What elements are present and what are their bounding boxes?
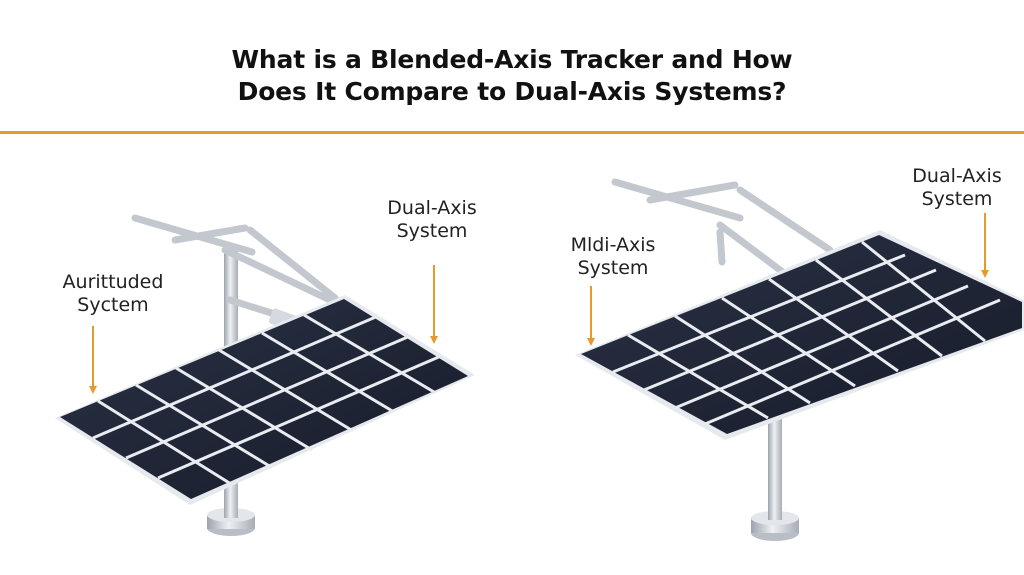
label-right-b: Dual-Axis System: [892, 165, 1022, 211]
label-right-b-line1: Dual-Axis: [912, 165, 1002, 187]
arrow-right-b: [981, 213, 989, 278]
label-right-a-line1: Mldi-Axis: [570, 234, 656, 256]
label-left-b-line1: Dual-Axis: [387, 197, 477, 219]
right-tracker: [575, 178, 1024, 541]
label-right-b-line2: System: [921, 188, 993, 210]
title-line-1: What is a Blended-Axis Tracker and How: [231, 45, 793, 74]
label-right-a-line2: System: [577, 257, 649, 279]
label-left-a: Aurittuded Syctem: [48, 271, 178, 317]
right-tracker-pole: [768, 395, 782, 520]
left-solar-panel: [55, 295, 475, 505]
page-title: What is a Blended-Axis Tracker and How D…: [0, 44, 1024, 108]
label-left-b-line2: System: [396, 220, 468, 242]
arrow-right-a: [587, 286, 595, 346]
label-left-a-line2: Syctem: [77, 294, 149, 316]
right-tracker-base: [751, 511, 799, 541]
label-left-a-line1: Aurittuded: [62, 271, 164, 293]
left-tracker-frame: [131, 214, 339, 326]
right-solar-panel: [575, 230, 1024, 440]
label-right-a: Mldi-Axis System: [548, 234, 678, 280]
arrow-left-a: [89, 326, 97, 394]
arrow-left-b: [430, 265, 438, 344]
label-left-b: Dual-Axis System: [362, 197, 502, 243]
left-tracker: [55, 214, 475, 536]
title-divider: [0, 131, 1024, 134]
title-line-2: Does It Compare to Dual-Axis Systems?: [237, 77, 787, 106]
callout-arrows: [89, 213, 989, 394]
